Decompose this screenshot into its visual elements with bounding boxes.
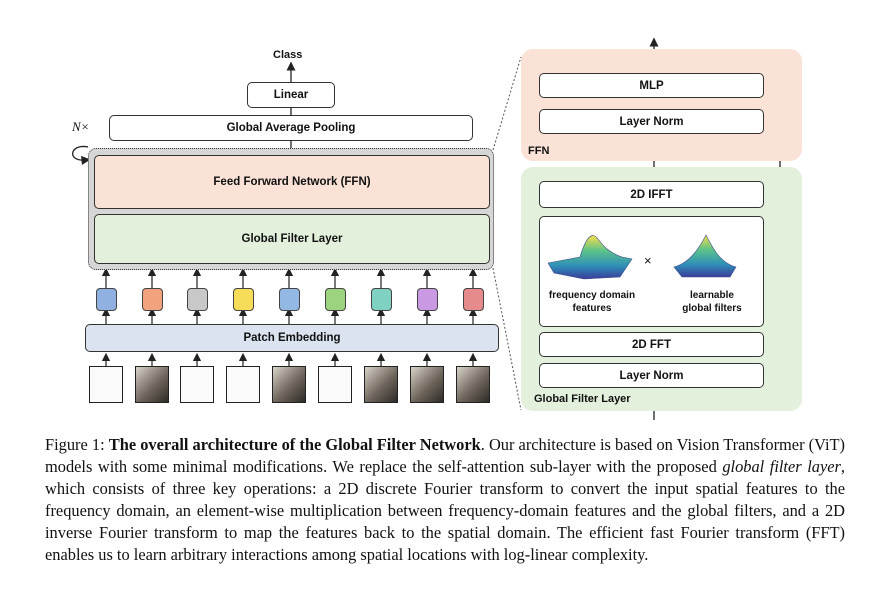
caption-title: The overall architecture of the Global F…: [108, 435, 481, 454]
multiply-symbol: ×: [644, 253, 652, 268]
gfl-panel-label: Global Filter Layer: [534, 393, 631, 405]
image-patch-3: [180, 366, 214, 403]
token-8: [417, 288, 438, 311]
caption-text-b: , which consists of three key operations…: [45, 457, 845, 564]
patch-embedding-block: Patch Embedding: [85, 324, 499, 352]
image-patch-4: [226, 366, 260, 403]
image-patch-9: [456, 366, 490, 403]
ffn-block: Feed Forward Network (FFN): [94, 155, 490, 209]
image-patch-7: [364, 366, 398, 403]
caption-emphasis: global filter layer: [722, 457, 841, 476]
mlp-block: MLP: [539, 73, 764, 98]
gfl-layer-norm-block: Layer Norm: [539, 363, 764, 388]
image-patch-5: [272, 366, 306, 403]
ifft-block: 2D IFFT: [539, 181, 764, 208]
token-5: [279, 288, 300, 311]
frequency-surface-icon: [547, 235, 633, 280]
token-2: [142, 288, 163, 311]
image-patch-8: [410, 366, 444, 403]
ffn-panel: [521, 49, 802, 161]
token-7: [371, 288, 392, 311]
caption-text-a: . Our architecture is based on Vision Tr…: [45, 435, 845, 476]
token-4: [233, 288, 254, 311]
frequency-features-label: frequency domain features: [548, 290, 636, 314]
caption-figure-number: Figure 1:: [45, 435, 109, 454]
learnable-filters-label: learnable global filters: [682, 290, 742, 314]
repeat-label: N×: [72, 119, 90, 134]
ffn-panel-label: FFN: [528, 145, 550, 157]
image-patch-2: [135, 366, 169, 403]
ffn-layer-norm-block: Layer Norm: [539, 109, 764, 134]
token-6: [325, 288, 346, 311]
token-9: [463, 288, 484, 311]
linear-block: Linear: [247, 82, 335, 108]
filter-multiply-block: × frequency domain features learnable gl…: [539, 216, 764, 327]
token-1: [96, 288, 117, 311]
class-label: Class: [273, 49, 303, 61]
surface-plots: [547, 234, 737, 280]
global-average-pooling-block: Global Average Pooling: [109, 115, 473, 141]
image-patch-1: [89, 366, 123, 403]
fft-block: 2D FFT: [539, 332, 764, 357]
image-patch-6: [318, 366, 352, 403]
token-3: [187, 288, 208, 311]
global-filter-layer-block: Global Filter Layer: [94, 214, 490, 264]
filter-surface-icon: [673, 234, 737, 278]
figure-caption: Figure 1: The overall architecture of th…: [45, 434, 845, 566]
